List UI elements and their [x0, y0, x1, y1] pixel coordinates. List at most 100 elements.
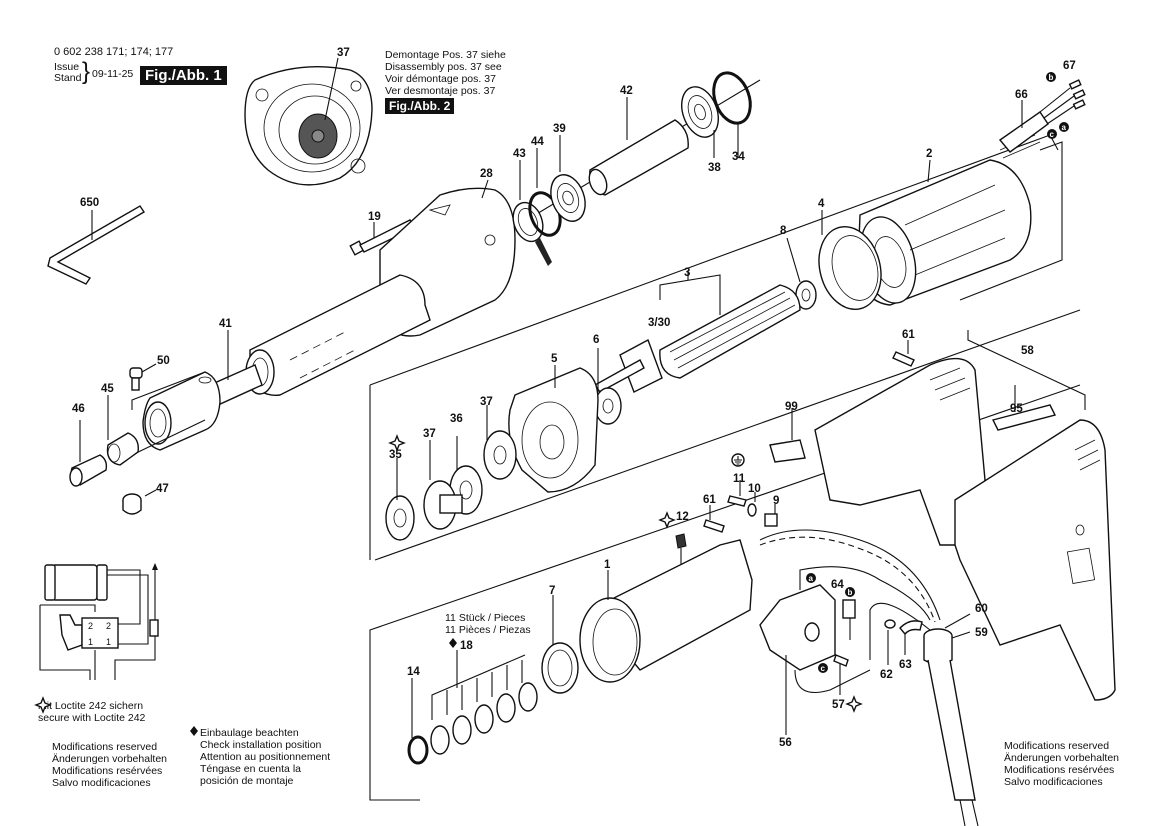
motor-housing-1 [579, 539, 753, 683]
legend-modifications-right: Modifications reserved Änderungen vorbeh… [1004, 740, 1119, 788]
armature-3 [593, 270, 801, 393]
installation-line: Einbaulage beachten [200, 727, 299, 739]
brush-rings-18 [430, 638, 538, 755]
coupling-37a [483, 405, 517, 480]
screw-19 [349, 219, 415, 256]
screw-11 [727, 480, 747, 507]
legend-modifications-left: Modifications reserved Änderungen vorbeh… [52, 741, 167, 789]
svg-text:c: c [821, 664, 826, 673]
label-95 [991, 385, 1057, 431]
disassembly-note-line: Disassembly pos. 37 see [385, 61, 502, 73]
modifications-line: Änderungen vorbehalten [1004, 752, 1120, 764]
wire-badge-c-switch: c [818, 663, 828, 673]
connector-64 [842, 599, 856, 640]
disassembly-note-line: Voir démontage pos. 37 [385, 73, 496, 85]
wiring-diagram: 2 2 1 1 [39, 563, 159, 680]
part-label: 38 [708, 162, 721, 174]
modifications-line: Änderungen vorbehalten [52, 753, 168, 765]
ring-7 [541, 595, 579, 694]
part-label: 58 [1021, 345, 1034, 357]
part-label: 47 [156, 483, 169, 495]
bearing-38 [681, 86, 719, 158]
part-label: 10 [748, 483, 761, 495]
spacer-tube-42 [588, 97, 689, 196]
o-ring-34 [712, 71, 752, 158]
part-label: 14 [407, 666, 420, 678]
part-label: 37 [423, 428, 436, 440]
part-label: 63 [899, 659, 912, 671]
housing-half-right [954, 419, 1116, 701]
fan-baffle-4 [818, 210, 882, 311]
wire-harness [759, 529, 941, 694]
part-label: 41 [219, 318, 232, 330]
issue-label: Issue [54, 61, 80, 73]
part-label: 42 [620, 85, 633, 97]
figure-1-label: Fig./Abb. 1 [140, 66, 227, 85]
modifications-line: Modifications reserved [1004, 740, 1110, 752]
pieces-note-line: 11 Pièces / Piezas [445, 624, 531, 636]
cable-guard-59 [923, 613, 979, 826]
ring-43 [512, 160, 552, 266]
modifications-line: Salvo modificaciones [52, 777, 151, 789]
bearing-35 [385, 434, 415, 541]
wire-badge-b-switch: b [845, 587, 855, 597]
end-shield-fig2 [244, 57, 373, 186]
part-label: 3 [684, 267, 690, 279]
part-label: 34 [732, 151, 745, 163]
brace-symbol: } [82, 58, 91, 85]
part-label: 37 [480, 396, 493, 408]
screw-62 [884, 619, 896, 665]
switch-56 [759, 584, 836, 735]
allen-key [47, 205, 145, 285]
part-label: 1 [604, 559, 611, 571]
part-label: 67 [1063, 60, 1076, 72]
part-label: 36 [450, 413, 463, 425]
part-label: 6 [593, 334, 599, 346]
part-label: 35 [389, 449, 402, 461]
part-label: 56 [779, 737, 792, 749]
bearing-6 [594, 348, 622, 425]
part-label: 650 [80, 197, 99, 209]
part-label: 2 [926, 148, 932, 160]
terminal-9 [764, 504, 778, 527]
svg-text:b: b [1049, 73, 1054, 82]
part-label: 50 [157, 355, 170, 367]
disassembly-note-line: Demontage Pos. 37 siehe [385, 49, 506, 61]
legend-loctite-line: mit Loctite 242 sichern [38, 700, 144, 712]
legend-loctite-line: secure with Loctite 242 [38, 712, 146, 724]
o-ring-14 [407, 678, 429, 765]
part-label: 12 [676, 511, 689, 523]
bearing-39 [550, 135, 586, 222]
cable-66 [998, 79, 1086, 153]
collet-nut-body [131, 371, 221, 456]
legend-installation: Einbaulage beachten Check installation p… [200, 727, 330, 787]
screw-61a [892, 340, 915, 367]
part-label: 61 [703, 494, 716, 506]
svg-text:c: c [1050, 130, 1055, 139]
disassembly-note: Demontage Pos. 37 siehe Disassembly pos.… [385, 49, 506, 97]
part-label: 57 [832, 699, 845, 711]
bearing-8 [786, 237, 817, 310]
housing-half-left [814, 357, 986, 546]
clamp-63 [899, 620, 923, 655]
modifications-line: Modifications reserved [52, 741, 158, 753]
part-label: 61 [902, 329, 915, 341]
terminal-2b: 2 [106, 621, 111, 631]
part-label: 44 [531, 136, 544, 148]
installation-line: posición de montaje [200, 775, 294, 787]
issue-date: 09-11-25 [92, 68, 134, 80]
part-label: 64 [831, 579, 844, 591]
part-label: 43 [513, 148, 526, 160]
pieces-note-line: 11 Stück / Pieces [445, 612, 526, 624]
part-label: 19 [368, 211, 381, 223]
part-label: 39 [553, 123, 566, 135]
terminal-1a: 1 [88, 637, 93, 647]
disassembly-note-line: Ver desmontaje pos. 37 [385, 85, 496, 97]
modifications-line: Modifications resérvées [52, 765, 163, 777]
part-label: 60 [975, 603, 988, 615]
bracket-58 [967, 330, 1086, 410]
terminal-2a: 2 [88, 621, 93, 631]
part-label: 11 [733, 473, 746, 485]
screw-50 [129, 363, 157, 391]
screw-57 [833, 654, 863, 713]
